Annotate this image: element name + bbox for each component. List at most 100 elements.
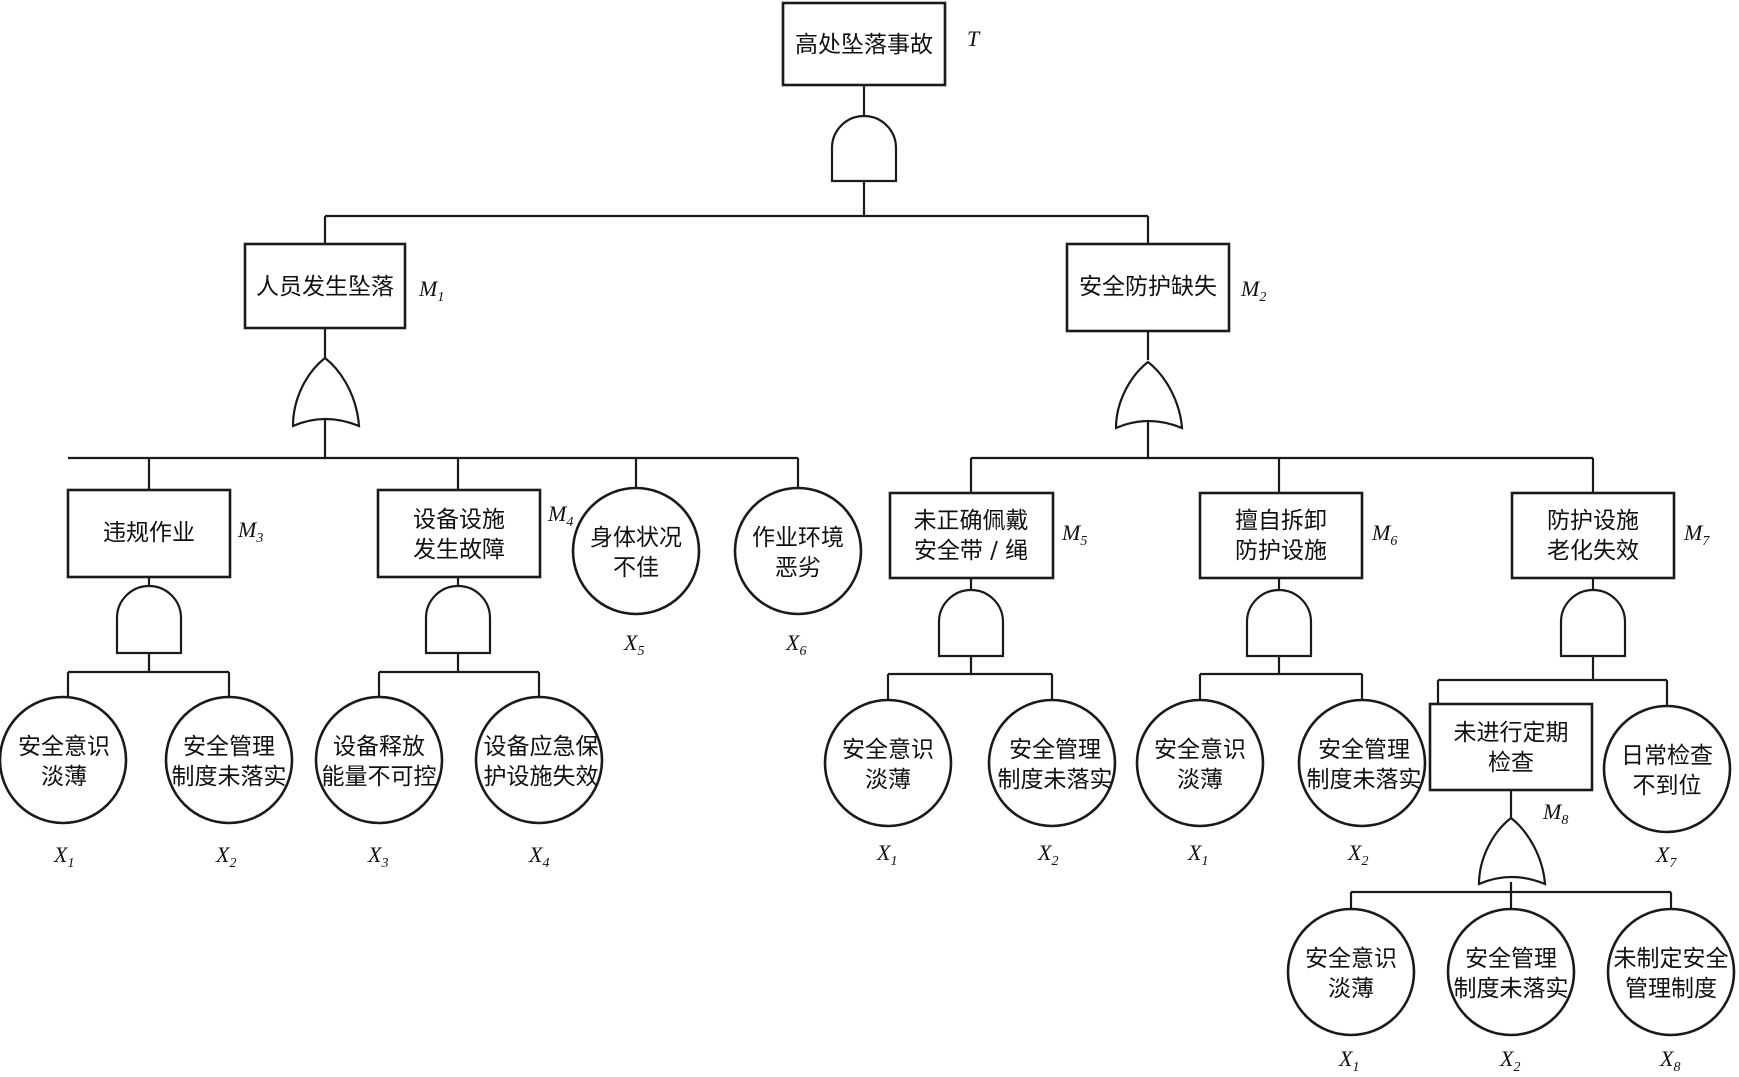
m7-label-line1: 防护设施 [1547, 508, 1639, 534]
or-gate-m8 [1477, 816, 1547, 886]
svg-text:X2: X2 [1499, 1046, 1520, 1075]
m6-label-line1: 擅自拆卸 [1235, 508, 1327, 534]
m6-code: M6 [1371, 520, 1397, 549]
svg-text:X5: X5 [623, 630, 644, 659]
svg-text:X4: X4 [528, 842, 549, 871]
basic-event-x1: 安全意识 淡薄 X1 [0, 695, 128, 871]
svg-text:X1: X1 [53, 842, 74, 871]
svg-text:X2: X2 [1347, 840, 1368, 869]
m8-label-line2: 检查 [1488, 750, 1534, 776]
svg-text:X1: X1 [876, 840, 897, 869]
m7-code: M7 [1683, 520, 1710, 549]
svg-text:淡薄: 淡薄 [1328, 976, 1374, 1002]
svg-text:制度未落实: 制度未落实 [1454, 976, 1569, 1002]
svg-text:制度未落实: 制度未落实 [1307, 767, 1422, 793]
svg-text:X7: X7 [1655, 842, 1677, 871]
m8-code: M8 [1542, 799, 1568, 828]
m8-label-line1: 未进行定期 [1454, 720, 1569, 746]
m2-code: M2 [1240, 276, 1266, 305]
svg-text:安全管理: 安全管理 [1318, 737, 1410, 763]
basic-event-x5: 身体状况 不佳 X5 [571, 486, 701, 659]
top-event: 高处坠落事故 T [781, 1, 981, 87]
svg-text:制度未落实: 制度未落实 [172, 764, 287, 790]
svg-text:安全意识: 安全意识 [842, 737, 934, 763]
event-m5: 未正确佩戴 安全带 / 绳 M5 [888, 491, 1087, 580]
svg-text:设备应急保: 设备应急保 [484, 734, 599, 760]
or-gate-m1 [291, 356, 361, 428]
svg-text:X6: X6 [785, 630, 806, 659]
svg-text:安全管理: 安全管理 [183, 734, 275, 760]
svg-text:未制定安全: 未制定安全 [1614, 946, 1729, 972]
basic-event-x2-m6: 安全管理 制度未落实 X2 [1297, 698, 1427, 869]
and-gate-top [830, 114, 898, 183]
and-gate-m5 [937, 588, 1005, 658]
event-m4: 设备设施 发生故障 M4 [376, 488, 573, 579]
top-event-label: 高处坠落事故 [795, 32, 933, 58]
svg-text:设备释放: 设备释放 [333, 734, 425, 760]
svg-text:安全管理: 安全管理 [1009, 737, 1101, 763]
svg-text:X1: X1 [1338, 1046, 1359, 1075]
event-m2: 安全防护缺失 M2 [1065, 242, 1266, 333]
svg-text:淡薄: 淡薄 [1177, 767, 1223, 793]
svg-text:不佳: 不佳 [613, 555, 659, 581]
svg-text:X8: X8 [1659, 1046, 1680, 1075]
svg-text:X1: X1 [1187, 840, 1208, 869]
svg-text:作业环境: 作业环境 [752, 525, 844, 551]
basic-event-x6: 作业环境 恶劣 X6 [733, 486, 863, 659]
svg-text:恶劣: 恶劣 [775, 555, 821, 581]
svg-text:淡薄: 淡薄 [41, 764, 87, 790]
svg-text:X2: X2 [1037, 840, 1058, 869]
event-m3: 违规作业 M3 [66, 488, 263, 579]
m2-label: 安全防护缺失 [1079, 274, 1217, 300]
basic-event-x1-m5: 安全意识 淡薄 X1 [823, 698, 953, 869]
m3-code: M3 [237, 517, 263, 546]
basic-event-x1-m6: 安全意识 淡薄 X1 [1135, 698, 1265, 869]
gates [115, 114, 1627, 886]
svg-text:安全管理: 安全管理 [1465, 946, 1557, 972]
svg-text:身体状况: 身体状况 [590, 525, 682, 551]
svg-text:护设施失效: 护设施失效 [484, 764, 599, 790]
basic-event-x4: 设备应急保 护设施失效 X4 [474, 695, 604, 871]
event-m1: 人员发生坠落 M1 [243, 242, 444, 330]
connector-lines [66, 85, 1673, 910]
and-gate-m3 [115, 584, 183, 655]
basic-event-x8: 未制定安全 管理制度 X8 [1606, 907, 1736, 1075]
m3-label: 违规作业 [103, 520, 195, 546]
m1-code: M1 [418, 276, 444, 305]
svg-text:日常检查: 日常检查 [1621, 743, 1713, 769]
event-m7: 防护设施 老化失效 M7 [1510, 491, 1710, 580]
m4-code: M4 [547, 501, 573, 530]
basic-event-x1-m8: 安全意识 淡薄 X1 [1286, 907, 1416, 1075]
m4-label-line2: 发生故障 [413, 537, 505, 563]
m4-label-line1: 设备设施 [413, 507, 505, 533]
m1-label: 人员发生坠落 [256, 274, 394, 300]
svg-text:管理制度: 管理制度 [1625, 976, 1717, 1002]
svg-text:X3: X3 [367, 842, 388, 871]
basic-event-x7: 日常检查 不到位 X7 [1602, 704, 1732, 871]
svg-text:制度未落实: 制度未落实 [998, 767, 1113, 793]
m7-label-line2: 老化失效 [1547, 538, 1639, 564]
and-gate-m4 [424, 584, 492, 655]
basic-event-x3: 设备释放 能量不可控 X3 [314, 695, 444, 871]
svg-text:安全意识: 安全意识 [1154, 737, 1246, 763]
basic-event-x2: 安全管理 制度未落实 X2 [164, 695, 294, 871]
svg-text:淡薄: 淡薄 [865, 767, 911, 793]
basic-event-x2-m8: 安全管理 制度未落实 X2 [1446, 907, 1576, 1075]
svg-text:X2: X2 [215, 842, 236, 871]
svg-text:安全意识: 安全意识 [1305, 946, 1397, 972]
top-event-code: T [967, 26, 981, 51]
svg-text:安全意识: 安全意识 [18, 734, 110, 760]
and-gate-m6 [1245, 588, 1313, 658]
basic-event-x2-m5: 安全管理 制度未落实 X2 [987, 698, 1117, 869]
event-m6: 擅自拆卸 防护设施 M6 [1198, 491, 1397, 580]
m5-label-line1: 未正确佩戴 [914, 508, 1029, 534]
or-gate-m2 [1114, 360, 1184, 430]
m6-label-line2: 防护设施 [1235, 538, 1327, 564]
m5-code: M5 [1061, 520, 1087, 549]
event-m8: 未进行定期 检查 M8 [1428, 702, 1594, 828]
svg-text:不到位: 不到位 [1633, 773, 1702, 799]
svg-text:能量不可控: 能量不可控 [322, 764, 437, 790]
m5-label-line2: 安全带 / 绳 [914, 538, 1028, 564]
and-gate-m7 [1559, 588, 1627, 658]
